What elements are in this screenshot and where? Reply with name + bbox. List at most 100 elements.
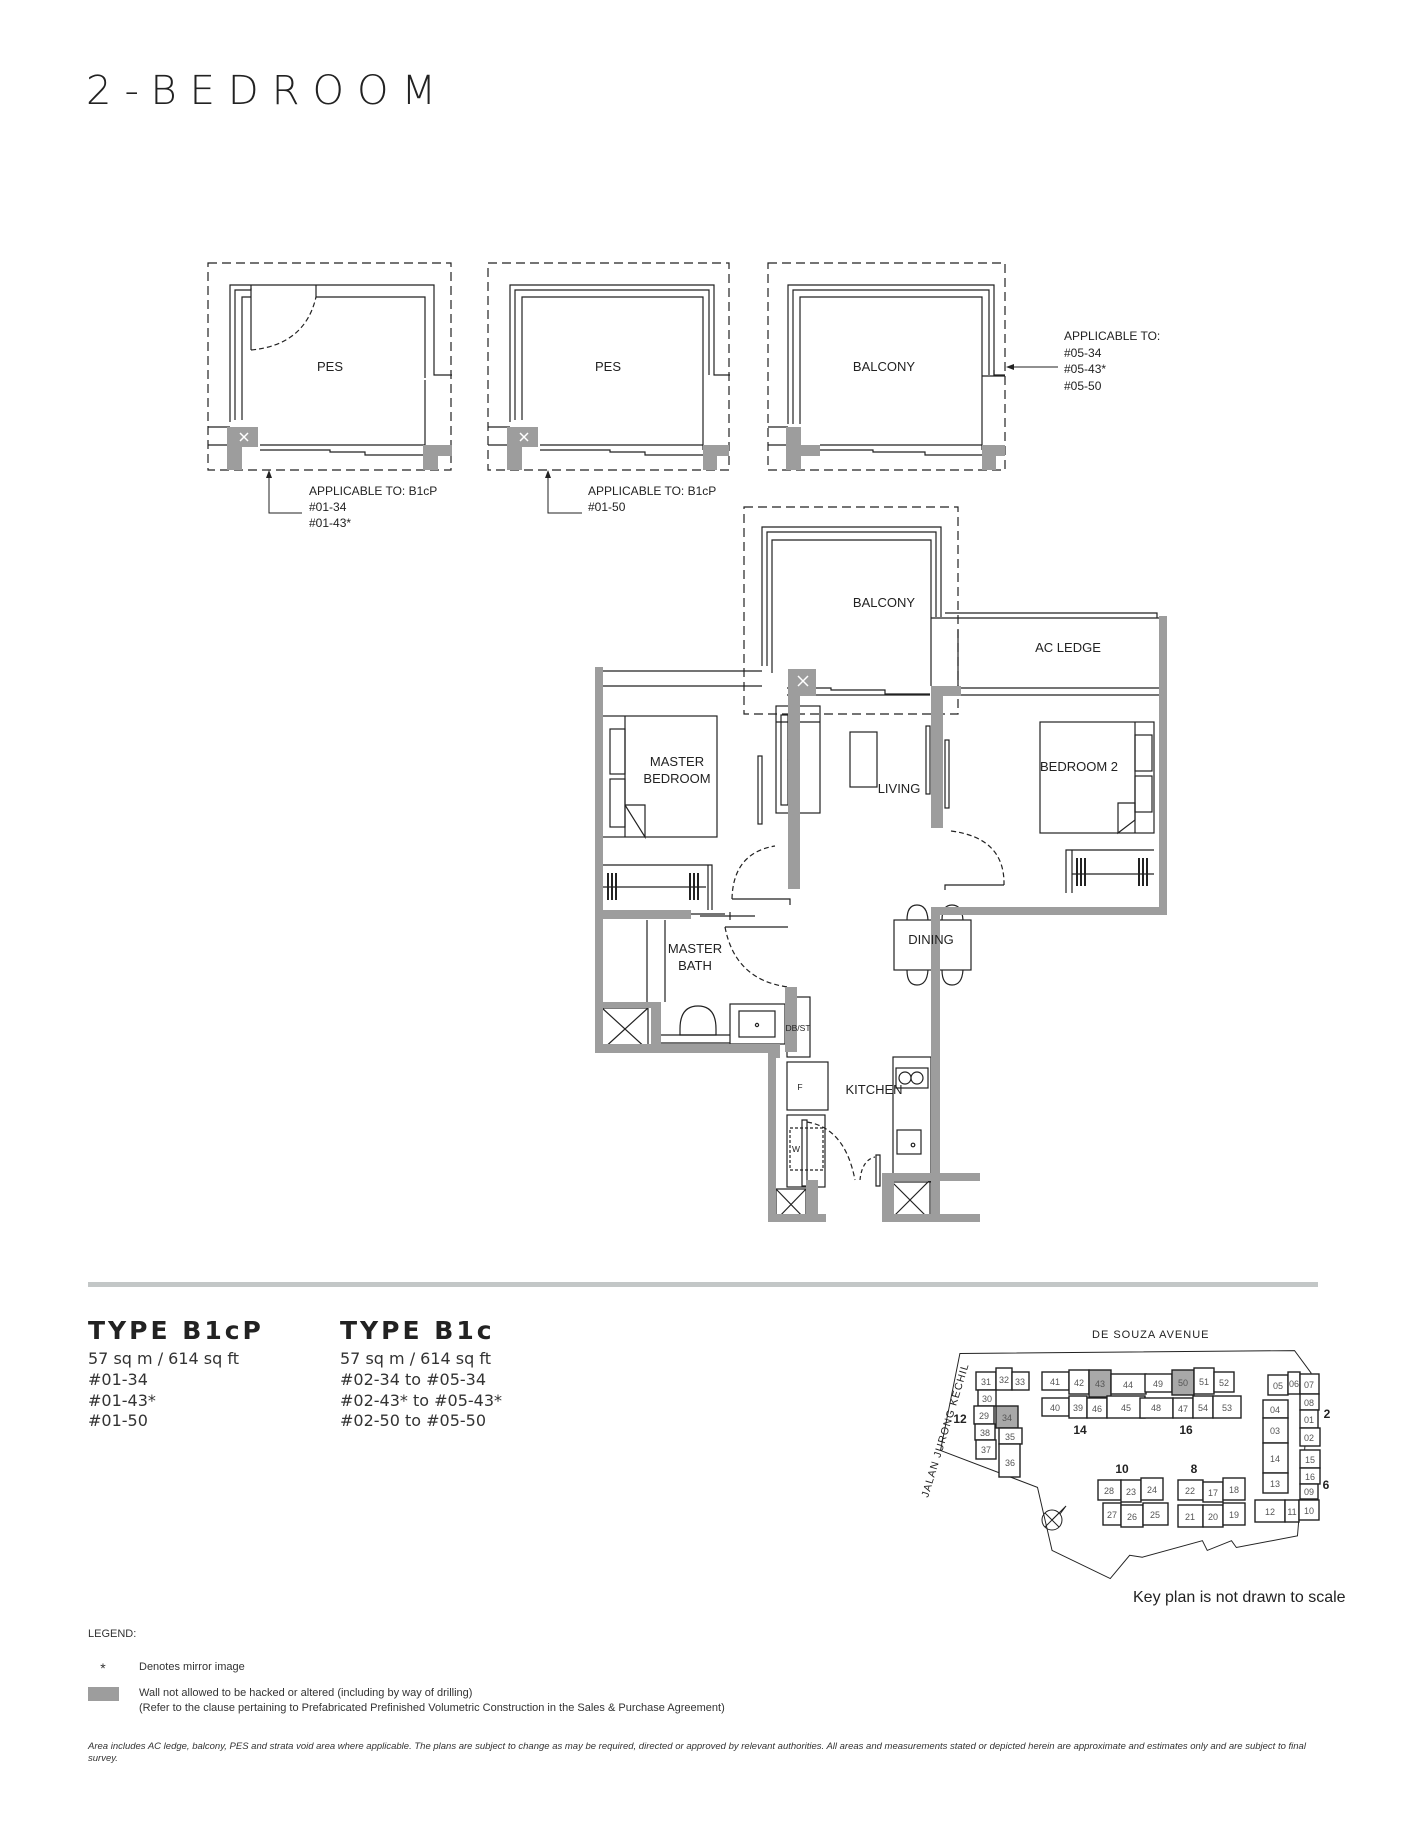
road-label-jalan-jurong-kechil: JALAN JURONG KECHIL bbox=[919, 1362, 971, 1499]
svg-text:14: 14 bbox=[1270, 1454, 1280, 1464]
svg-text:12: 12 bbox=[1265, 1507, 1275, 1517]
svg-text:09: 09 bbox=[1304, 1487, 1314, 1497]
svg-text:45: 45 bbox=[1121, 1403, 1131, 1413]
svg-text:44: 44 bbox=[1123, 1380, 1133, 1390]
svg-text:01: 01 bbox=[1304, 1415, 1314, 1425]
applicable-unit: #01-34 bbox=[309, 500, 347, 514]
unit-number: #01-43* bbox=[88, 1390, 156, 1410]
svg-text:31: 31 bbox=[981, 1377, 991, 1387]
unit-type-title: TYPE B1cP bbox=[88, 1316, 264, 1345]
structural-walls bbox=[595, 616, 1167, 1222]
svg-text:34: 34 bbox=[1002, 1413, 1012, 1423]
svg-text:46: 46 bbox=[1092, 1404, 1102, 1414]
unit-number: #02-34 to #05-34 bbox=[340, 1370, 487, 1389]
room-label-master-bath-2: BATH bbox=[678, 958, 712, 973]
key-plan-blocks bbox=[973, 1367, 1321, 1528]
svg-text:38: 38 bbox=[980, 1428, 990, 1438]
svg-text:51: 51 bbox=[1199, 1377, 1209, 1387]
block-label: 8 bbox=[1191, 1462, 1198, 1476]
svg-text:04: 04 bbox=[1270, 1405, 1280, 1415]
variant-2-space-label: PES bbox=[595, 359, 621, 374]
svg-text:40: 40 bbox=[1050, 1403, 1060, 1413]
svg-text:23: 23 bbox=[1126, 1487, 1136, 1497]
legend-text: Wall not allowed to be hacked or altered… bbox=[139, 1687, 473, 1699]
legend-title: LEGEND: bbox=[88, 1628, 137, 1640]
svg-text:54: 54 bbox=[1198, 1403, 1208, 1413]
variant-3-space-label: BALCONY bbox=[853, 359, 915, 374]
legend-subtext: (Refer to the clause pertaining to Prefa… bbox=[139, 1702, 725, 1714]
svg-text:20: 20 bbox=[1208, 1512, 1218, 1522]
svg-text:30: 30 bbox=[982, 1394, 992, 1404]
block-label: 12 bbox=[953, 1412, 967, 1426]
room-label-master-bedroom-2: BEDROOM bbox=[643, 771, 710, 786]
svg-text:28: 28 bbox=[1104, 1486, 1114, 1496]
asterisk-icon: * bbox=[100, 1660, 106, 1676]
main-floor-plan: BALCONY AC LEDGE MASTER BEDROOM LIVING B… bbox=[595, 506, 1167, 1222]
unit-number: #02-43* to #05-43* bbox=[340, 1390, 503, 1410]
svg-text:26: 26 bbox=[1127, 1512, 1137, 1522]
key-plan-note: Key plan is not drawn to scale bbox=[1133, 1589, 1346, 1606]
svg-text:47: 47 bbox=[1178, 1404, 1188, 1414]
appliance-label-washer: W bbox=[792, 1144, 800, 1154]
room-label-bedroom-2: BEDROOM 2 bbox=[1040, 759, 1118, 774]
grey-wall-swatch-icon bbox=[88, 1687, 119, 1701]
svg-text:10: 10 bbox=[1304, 1506, 1314, 1516]
room-label-kitchen: KITCHEN bbox=[845, 1082, 902, 1097]
unit-number: #01-34 bbox=[88, 1370, 148, 1389]
svg-text:08: 08 bbox=[1304, 1398, 1314, 1408]
unit-type-title: TYPE B1c bbox=[340, 1316, 495, 1345]
svg-text:15: 15 bbox=[1305, 1455, 1315, 1465]
key-plan: DE SOUZA AVENUE JALAN JURONG KECHIL 31 32… bbox=[919, 1329, 1330, 1580]
svg-text:13: 13 bbox=[1270, 1479, 1280, 1489]
svg-text:33: 33 bbox=[1015, 1377, 1025, 1387]
room-label-dining: DINING bbox=[908, 932, 954, 947]
svg-text:06: 06 bbox=[1289, 1379, 1299, 1389]
legend-item-wall: Wall not allowed to be hacked or altered… bbox=[88, 1686, 725, 1716]
applicable-unit: #05-34 bbox=[1064, 345, 1102, 360]
applicable-label: APPLICABLE TO: B1cP bbox=[309, 484, 438, 498]
unit-type-area: 57 sq m / 614 sq ft bbox=[88, 1349, 239, 1368]
svg-text:17: 17 bbox=[1208, 1488, 1218, 1498]
svg-text:18: 18 bbox=[1229, 1485, 1239, 1495]
applicable-label: APPLICABLE TO: B1cP bbox=[588, 484, 717, 498]
applicable-unit: #01-50 bbox=[588, 500, 626, 514]
variant-3-applicability: APPLICABLE TO: #05-34 #05-43* #05-50 bbox=[1064, 328, 1160, 394]
north-arrow-icon bbox=[1041, 1505, 1067, 1531]
svg-text:22: 22 bbox=[1185, 1486, 1195, 1496]
svg-text:03: 03 bbox=[1270, 1426, 1280, 1436]
svg-text:36: 36 bbox=[1005, 1458, 1015, 1468]
road-label-de-souza: DE SOUZA AVENUE bbox=[1092, 1329, 1210, 1341]
room-label-master-bedroom-1: MASTER bbox=[650, 754, 704, 769]
section-divider bbox=[88, 1282, 1318, 1287]
svg-text:42: 42 bbox=[1074, 1378, 1084, 1388]
unit-type-area: 57 sq m / 614 sq ft bbox=[340, 1349, 491, 1368]
svg-text:16: 16 bbox=[1305, 1472, 1315, 1482]
svg-text:24: 24 bbox=[1147, 1485, 1157, 1495]
variant-plan-3 bbox=[767, 262, 1006, 471]
svg-text:32: 32 bbox=[999, 1375, 1009, 1385]
svg-text:50: 50 bbox=[1178, 1378, 1188, 1388]
svg-text:21: 21 bbox=[1185, 1512, 1195, 1522]
applicable-unit: #05-50 bbox=[1064, 378, 1102, 393]
unit-type-b1cp: TYPE B1cP 57 sq m / 614 sq ft #01-34 #01… bbox=[88, 1316, 264, 1432]
block-label: 6 bbox=[1323, 1478, 1330, 1492]
svg-text:48: 48 bbox=[1151, 1403, 1161, 1413]
variant-1-applicability: APPLICABLE TO: B1cP #01-34 #01-43* bbox=[309, 483, 437, 531]
block-label: 10 bbox=[1115, 1462, 1129, 1476]
room-label-db-st: DB/ST bbox=[785, 1023, 810, 1033]
unit-number: #01-50 bbox=[88, 1411, 148, 1430]
svg-text:43: 43 bbox=[1095, 1379, 1105, 1389]
svg-text:53: 53 bbox=[1222, 1403, 1232, 1413]
svg-text:27: 27 bbox=[1107, 1510, 1117, 1520]
svg-text:11: 11 bbox=[1287, 1507, 1296, 1517]
room-label-master-bath-1: MASTER bbox=[668, 941, 722, 956]
room-label-ac-ledge: AC LEDGE bbox=[1035, 640, 1101, 655]
svg-text:19: 19 bbox=[1229, 1510, 1239, 1520]
svg-text:52: 52 bbox=[1219, 1378, 1229, 1388]
svg-text:05: 05 bbox=[1273, 1381, 1283, 1391]
room-label-balcony: BALCONY bbox=[853, 595, 915, 610]
variant-plan-1 bbox=[207, 262, 452, 471]
svg-text:29: 29 bbox=[979, 1411, 989, 1421]
footnote: Area includes AC ledge, balcony, PES and… bbox=[88, 1741, 1306, 1764]
svg-text:07: 07 bbox=[1304, 1380, 1314, 1390]
